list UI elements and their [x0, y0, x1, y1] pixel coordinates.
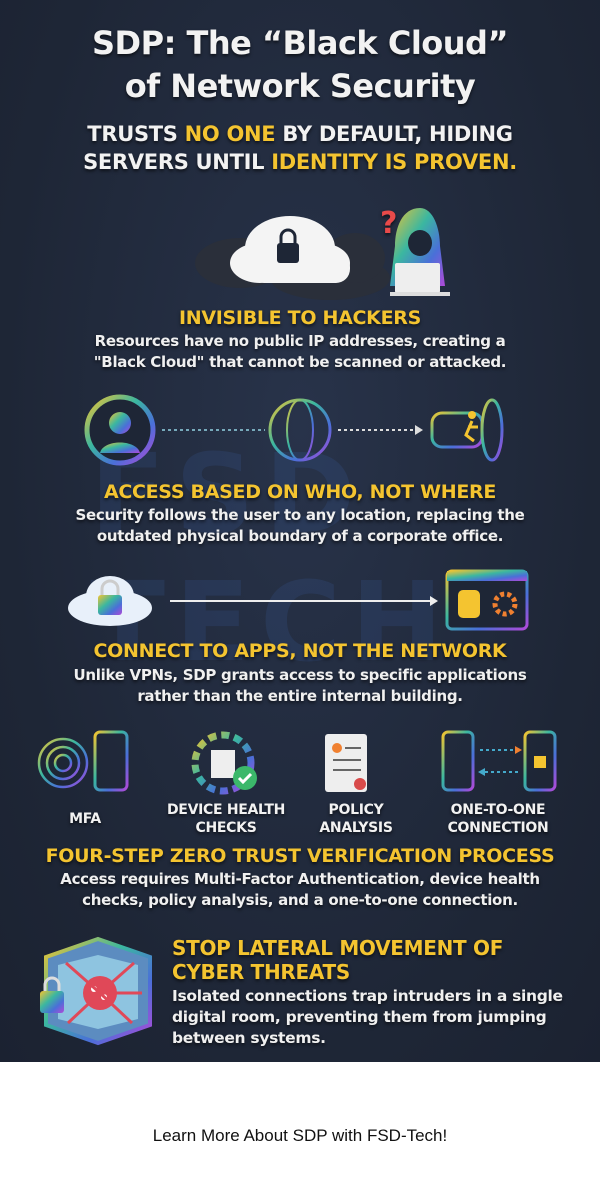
title-line-1: SDP: The “Black Cloud”: [92, 24, 508, 62]
cloud-to-app-icons: [68, 569, 529, 631]
section-heading: FOUR-STEP ZERO TRUST VERIFICATION PROCES…: [45, 845, 555, 867]
learn-more-caption: Learn More About SDP with FSD-Tech!: [152, 1126, 448, 1145]
black-cloud-hacker-icon: ?: [195, 206, 450, 300]
description-line: between systems.: [172, 1029, 326, 1047]
subtitle: TRUSTS NO ONE BY DEFAULT, HIDING SERVERS…: [0, 120, 600, 176]
section-description: Resources have no public IP addresses, c…: [0, 331, 600, 373]
section-description: Access requires Multi-Factor Authenticat…: [0, 869, 600, 911]
user-globe-door-icons: [84, 394, 504, 466]
section-heading: STOP LATERAL MOVEMENT OF CYBER THREATS: [172, 936, 503, 984]
subtitle-text: TRUSTS: [87, 122, 185, 146]
svg-text:?: ?: [380, 206, 397, 241]
infographic: FSD TECH SDP: The “Black Cloud” of Netwo…: [0, 0, 600, 1062]
description-line: Unlike VPNs, SDP grants access to specif…: [73, 666, 527, 684]
step-label: CHECKS: [195, 820, 257, 836]
watermark: FSD TECH: [90, 430, 453, 686]
description-line: Security follows the user to any locatio…: [75, 506, 525, 524]
step-label: ONE-TO-ONE: [450, 802, 546, 818]
subtitle-text: BY DEFAULT, HIDING: [275, 122, 513, 146]
description-line: digital room, preventing them from jumpi…: [172, 1008, 547, 1026]
verification-steps-icons: [37, 730, 557, 795]
description-line: Resources have no public IP addresses, c…: [94, 332, 506, 350]
description-line: rather than the entire internal building…: [137, 687, 463, 705]
subtitle-highlight: IDENTITY IS PROVEN.: [271, 150, 517, 174]
description-line: Access requires Multi-Factor Authenticat…: [60, 870, 540, 888]
step-label: CONNECTION: [447, 820, 549, 836]
section-description: Isolated connections trap intruders in a…: [172, 986, 563, 1049]
heading-line: STOP LATERAL MOVEMENT OF: [172, 936, 504, 960]
fingerprint-icon: [37, 737, 89, 789]
section-heading: ACCESS BASED ON WHO, NOT WHERE: [103, 481, 497, 503]
isolated-threat-cube-icon: [40, 936, 152, 1046]
step-label: MFA: [69, 811, 101, 827]
heading-line: CYBER THREATS: [172, 960, 350, 984]
subtitle-text: SERVERS UNTIL: [83, 150, 272, 174]
description-line: "Black Cloud" that cannot be scanned or …: [93, 353, 507, 371]
step-label: POLICY: [328, 802, 384, 818]
description-line: Isolated connections trap intruders in a…: [172, 987, 563, 1005]
step-label: ANALYSIS: [319, 820, 393, 836]
subtitle-highlight: NO ONE: [184, 122, 276, 146]
step-one-to-one: ONE-TO-ONE CONNECTION: [428, 801, 568, 837]
section-description: Unlike VPNs, SDP grants access to specif…: [0, 665, 600, 707]
description-line: outdated physical boundary of a corporat…: [96, 527, 504, 545]
step-policy-analysis: POLICY ANALYSIS: [286, 801, 426, 837]
step-label: DEVICE HEALTH: [166, 802, 286, 818]
section-description: Security follows the user to any locatio…: [0, 505, 600, 547]
step-mfa: MFA: [15, 810, 155, 828]
section-heading: INVISIBLE TO HACKERS: [179, 307, 421, 329]
description-line: checks, policy analysis, and a one-to-on…: [82, 891, 518, 909]
section-heading: CONNECT TO APPS, NOT THE NETWORK: [93, 640, 507, 662]
title-line-2: of Network Security: [124, 67, 476, 105]
page-title: SDP: The “Black Cloud” of Network Securi…: [0, 22, 600, 108]
step-device-health: DEVICE HEALTH CHECKS: [156, 801, 296, 837]
